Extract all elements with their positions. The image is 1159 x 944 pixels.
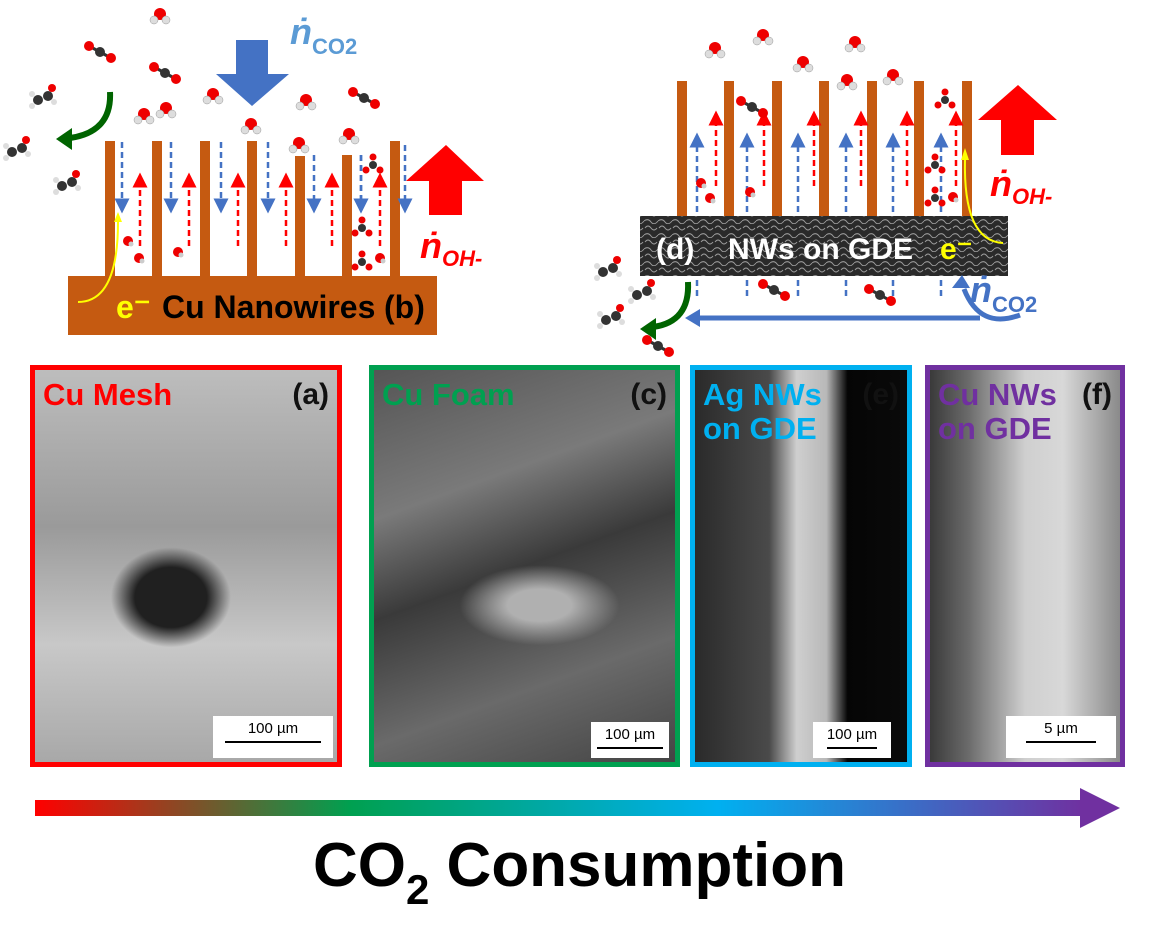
gas-diffusion-electrode [640,216,1008,276]
oh-flux-arrow [406,145,484,215]
panel-cu-nws-gde: Cu NWs on GDE (f) 5 µm [925,365,1125,767]
oh-diffusion-arrows [708,110,964,186]
oh-diffusion-arrows [132,172,388,246]
electron-path-arrow [963,158,1004,244]
electron-path-arrow [77,221,119,303]
electron-arrowhead [961,148,969,160]
nanowires [677,81,972,217]
panel-cu-foam: Cu Foam (c) 100 µm [369,365,680,767]
electron-label: e⁻ [940,233,973,266]
panel-title: Cu Mesh [43,377,173,412]
nanowires [105,141,400,277]
cu-substrate [68,276,437,335]
panel-title: Ag NWs on GDE [703,377,822,446]
co2-flux-label: ṅCO2 [290,11,357,59]
scale-bar: 5 µm [1006,716,1116,758]
oh-flux-label: ṅOH- [420,225,482,271]
axis-title: CO2 Consumption [312,831,847,913]
panel-title: Cu Foam [382,377,515,412]
co2-feed-arrowhead [685,309,700,327]
oh-flux-arrow [978,85,1057,155]
panel-letter: (f) [1082,378,1112,411]
panel-letter-b: (b) [384,289,425,325]
panel-letter: (c) [630,378,667,411]
product-arrow [652,281,692,330]
co2-consumption-gradient-bar [35,800,1085,816]
product-arrow [69,91,114,141]
panel-letter: (a) [292,378,329,411]
oh-flux-label: ṅOH- [990,163,1052,209]
electron-arrowhead [114,212,122,222]
co2-feed-curve-arrowhead [952,275,970,288]
panel-cu-mesh: Cu Mesh (a) 100 µm [30,365,342,767]
panel-ag-nws-gde: Ag NWs on GDE (e) 100 µm [690,365,912,767]
co2-feed-lines [695,280,943,300]
schematic-cu-nanowires: e⁻ Cu Nanowires (b) ṅCO2 ṅOH- [3,7,484,335]
electron-label: e⁻ [116,289,151,325]
gde-label: NWs on GDE [728,233,913,266]
co2-feed-curve [961,288,1021,322]
schematic-nws-on-gde: (d) NWs on GDE e⁻ ṅOH- ṅCO2 [594,28,1057,359]
panel-title: Cu NWs on GDE [938,377,1057,446]
product-arrowhead [640,318,656,340]
co2-diffusion-arrows [114,142,413,214]
co2-flux-label: ṅCO2 [970,269,1037,317]
scale-bar: 100 µm [213,716,333,758]
substrate-label: Cu Nanowires [162,289,375,325]
co2-flux-arrow [216,40,289,106]
scale-bar: 100 µm [591,722,669,758]
panel-letter: (e) [862,378,899,411]
panel-letter-d: (d) [656,233,694,266]
product-arrowhead [56,128,72,150]
scale-bar: 100 µm [813,722,891,758]
co2-consumption-arrowhead [1080,788,1120,828]
